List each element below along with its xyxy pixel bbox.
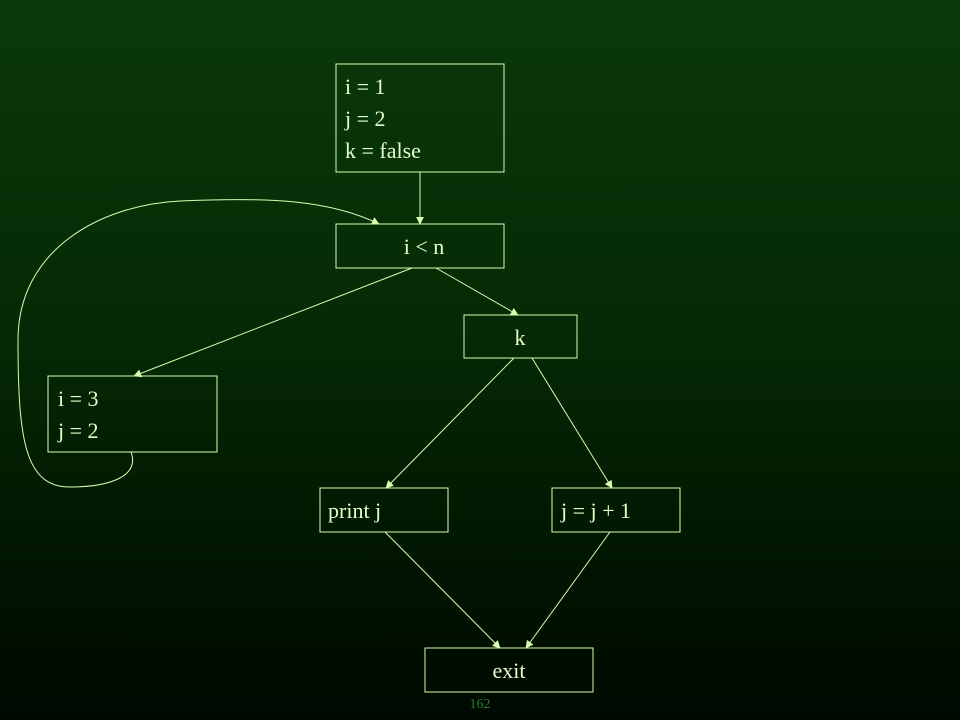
- node-entry-line-2: j = 2: [344, 106, 386, 131]
- edge-assign-loop-back: [17, 199, 380, 488]
- node-entry-line-3: k = false: [345, 138, 421, 163]
- node-entry: i = 1 j = 2 k = false: [335, 63, 505, 173]
- edge-cond-to-k: [435, 267, 519, 316]
- node-incr: j = j + 1: [551, 487, 681, 533]
- edge-cond-to-assign: [133, 267, 413, 378]
- node-incr-label: j = j + 1: [560, 498, 631, 523]
- node-assign: i = 3 j = 2: [47, 375, 218, 453]
- edge-k-to-incr: [531, 357, 613, 489]
- edge-incr-to-exit: [525, 531, 611, 649]
- node-exit: exit: [424, 647, 594, 693]
- node-cond-label: i < n: [404, 234, 445, 259]
- node-k: k: [463, 314, 578, 359]
- node-entry-line-1: i = 1: [345, 74, 386, 99]
- node-assign-line-2: j = 2: [57, 418, 99, 443]
- node-assign-line-1: i = 3: [58, 386, 99, 411]
- page-number: 162: [469, 697, 491, 712]
- node-cond: i < n: [335, 223, 505, 269]
- node-print-label: print j: [328, 498, 381, 523]
- edge-print-to-exit: [384, 531, 501, 649]
- node-exit-label: exit: [493, 658, 526, 683]
- edge-k-to-print: [385, 357, 515, 489]
- node-print: print j: [319, 487, 449, 533]
- node-k-label: k: [515, 325, 526, 350]
